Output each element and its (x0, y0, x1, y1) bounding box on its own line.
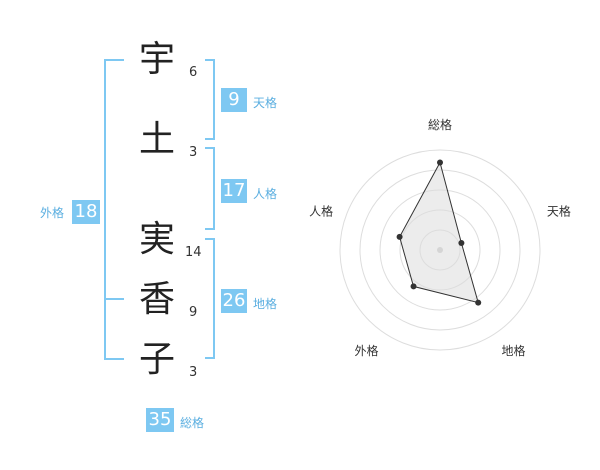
stroke-count-3: 14 (185, 245, 202, 260)
jinkaku-bracket-bottom (205, 228, 215, 230)
name-char-4: 香 (138, 279, 175, 320)
name-char-1: 宇 (138, 39, 175, 80)
jinkaku-label: 人格 (253, 187, 278, 201)
tenkaku-bracket-bottom (205, 138, 215, 140)
stroke-count-2: 3 (189, 145, 198, 160)
tenkaku-bracket-vertical (213, 59, 215, 140)
radar-point (437, 159, 443, 166)
tenkaku-value-box: 9 (221, 88, 247, 112)
name-char-5: 子 (138, 339, 175, 380)
gaikaku-bracket-bottom (104, 358, 124, 360)
stroke-count-5: 3 (189, 365, 198, 380)
chikaku-label: 地格 (253, 297, 278, 311)
radar-point (458, 240, 465, 247)
gaikaku-value-box: 18 (72, 200, 100, 224)
gaikaku-bracket-top (104, 59, 124, 61)
radar-point (396, 233, 403, 240)
tenkaku-bracket-top (205, 59, 215, 61)
tenkaku-label: 天格 (253, 96, 278, 110)
radar-axis-label: 外格 (355, 343, 379, 358)
jinkaku-bracket-top (205, 147, 215, 149)
jinkaku-value-box: 17 (221, 179, 247, 203)
radar-axis-label: 地格 (501, 343, 525, 358)
soukaku-value-box: 35 (146, 408, 174, 432)
gaikaku-label: 外格 (40, 206, 65, 220)
chikaku-bracket-top (205, 238, 215, 240)
radar-axis-label: 人格 (309, 203, 333, 218)
radar-point (475, 299, 482, 306)
stroke-count-4: 9 (189, 305, 198, 320)
radar-point (410, 283, 417, 290)
name-char-3: 実 (138, 219, 175, 260)
name-char-2: 土 (138, 119, 175, 160)
chikaku-bracket-bottom (205, 357, 215, 359)
jinkaku-bracket-vertical (213, 147, 215, 230)
chikaku-value-box: 26 (221, 289, 247, 313)
gaikaku-bracket-mid (104, 298, 124, 300)
soukaku-label: 総格 (180, 416, 205, 430)
radar-axis-label: 天格 (547, 203, 571, 218)
radar-data-polygon (399, 161, 479, 304)
gaikaku-bracket-vertical (104, 59, 106, 360)
chikaku-bracket-vertical (213, 238, 215, 359)
radar-axis-label: 総格 (428, 117, 452, 132)
stroke-count-1: 6 (189, 65, 198, 80)
